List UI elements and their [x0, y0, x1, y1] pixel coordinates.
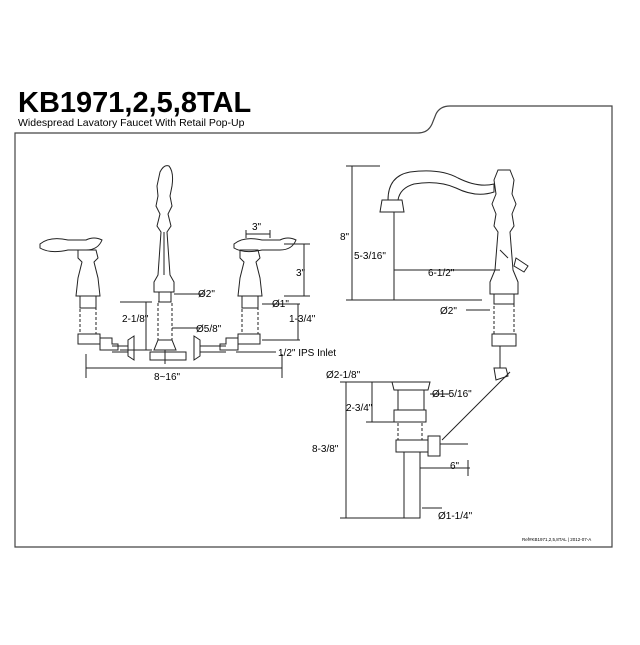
model-title: KB1971,2,5,8TAL — [18, 87, 251, 119]
front-spout-drawing — [149, 165, 187, 364]
footer-ref: Ref#KB1971,2,5,8TAL | 2012-07-A — [522, 537, 591, 542]
label-rod-length: 6" — [450, 461, 460, 472]
right-handle-drawing — [193, 237, 297, 361]
left-handle-drawing — [39, 237, 135, 361]
label-handle-shank: 1-3/4" — [289, 314, 316, 325]
label-reach: 6-1/2" — [428, 268, 455, 279]
label-handle-base-dia: Ø1" — [272, 299, 289, 310]
label-side-height: 8" — [340, 232, 350, 243]
label-spout-height: 5-3/16" — [354, 251, 386, 262]
label-inlet: 1/2" IPS Inlet — [278, 348, 336, 359]
label-spout-shank: 2-1/8" — [122, 314, 149, 325]
label-spout-shank-dia: Ø5/8" — [196, 324, 222, 335]
label-spout-base-dia: Ø2" — [198, 289, 215, 300]
label-side-base-dia: Ø2" — [440, 306, 457, 317]
label-total-height: 8-3/8" — [312, 444, 339, 455]
side-faucet-drawing — [379, 169, 529, 381]
label-handle-height: 3" — [296, 268, 306, 279]
model-subtitle: Widespread Lavatory Faucet With Retail P… — [18, 117, 245, 129]
label-flange-dia: Ø2-1/8" — [326, 370, 361, 381]
frame-outline — [14, 105, 613, 548]
label-flange-height: 2-3/4" — [346, 403, 373, 414]
label-handle-width: 3" — [252, 222, 262, 233]
label-tail-dia: Ø1-1/4" — [438, 511, 473, 522]
label-body-dia: Ø1-5/16" — [432, 389, 472, 400]
label-spread: 8~16" — [154, 372, 181, 383]
popup-drain-drawing — [391, 371, 511, 519]
